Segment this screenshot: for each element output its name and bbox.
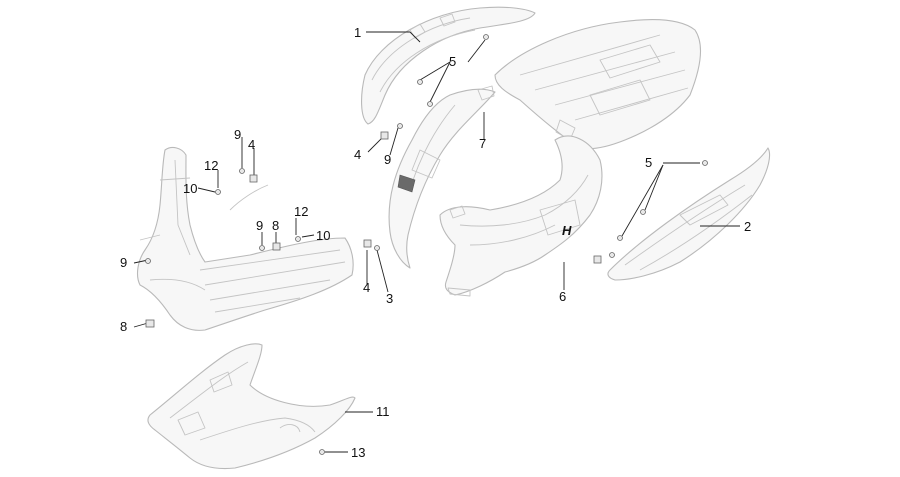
callout-8: 8 (120, 319, 127, 334)
clip-icon (380, 131, 389, 140)
callout-9: 9 (384, 152, 391, 167)
screw-icon (319, 449, 325, 455)
clip-icon (249, 174, 258, 183)
callout-8: 8 (272, 218, 279, 233)
callout-5: 5 (645, 155, 652, 170)
part-2-side-panel (607, 147, 771, 281)
callout-10: 10 (316, 228, 330, 243)
callout-2: 2 (744, 219, 751, 234)
screw-icon (609, 252, 615, 258)
callout-3: 3 (386, 291, 393, 306)
part-frame-floor-pan (136, 146, 354, 331)
screw-icon (397, 123, 403, 129)
part-7-inner-shield (388, 85, 496, 269)
screw-icon (215, 189, 221, 195)
part-rear-top-panel (494, 19, 701, 150)
screw-icon (617, 235, 623, 241)
screw-icon (427, 101, 433, 107)
callout-4: 4 (248, 137, 255, 152)
callout-labels: 1 2 3 4 4 4 5 5 6 7 8 8 9 9 9 9 10 10 11… (120, 25, 751, 460)
callout-12: 12 (204, 158, 218, 173)
clip-icon (593, 255, 602, 264)
screw-icon (374, 245, 380, 251)
clip-icon (272, 242, 281, 251)
callout-11: 11 (376, 404, 390, 419)
screw-icon (702, 160, 708, 166)
screw-icon (640, 209, 646, 215)
callout-1: 1 (354, 25, 361, 40)
callout-9: 9 (234, 127, 241, 142)
part-6-central-body: H (439, 135, 603, 297)
screw-icon (145, 258, 151, 264)
screw-icon (417, 79, 423, 85)
screw-icon (295, 236, 301, 242)
brand-logo-h: H (562, 223, 572, 238)
hardware-fasteners (145, 34, 708, 455)
callout-10: 10 (183, 181, 197, 196)
clip-icon (145, 319, 155, 328)
leader-lines (133, 31, 740, 453)
callout-9: 9 (120, 255, 127, 270)
callout-4: 4 (354, 147, 361, 162)
clip-icon (363, 239, 372, 248)
callout-6: 6 (559, 289, 566, 304)
screw-icon (483, 34, 489, 40)
callout-12: 12 (294, 204, 308, 219)
callout-9: 9 (256, 218, 263, 233)
screw-icon (259, 245, 265, 251)
part-11-lower-cover (147, 343, 356, 470)
callout-4: 4 (363, 280, 370, 295)
screw-icon (239, 168, 245, 174)
part-1-upper-cover (361, 6, 536, 125)
callout-7: 7 (479, 136, 486, 151)
callout-5: 5 (449, 54, 456, 69)
callout-13: 13 (351, 445, 365, 460)
